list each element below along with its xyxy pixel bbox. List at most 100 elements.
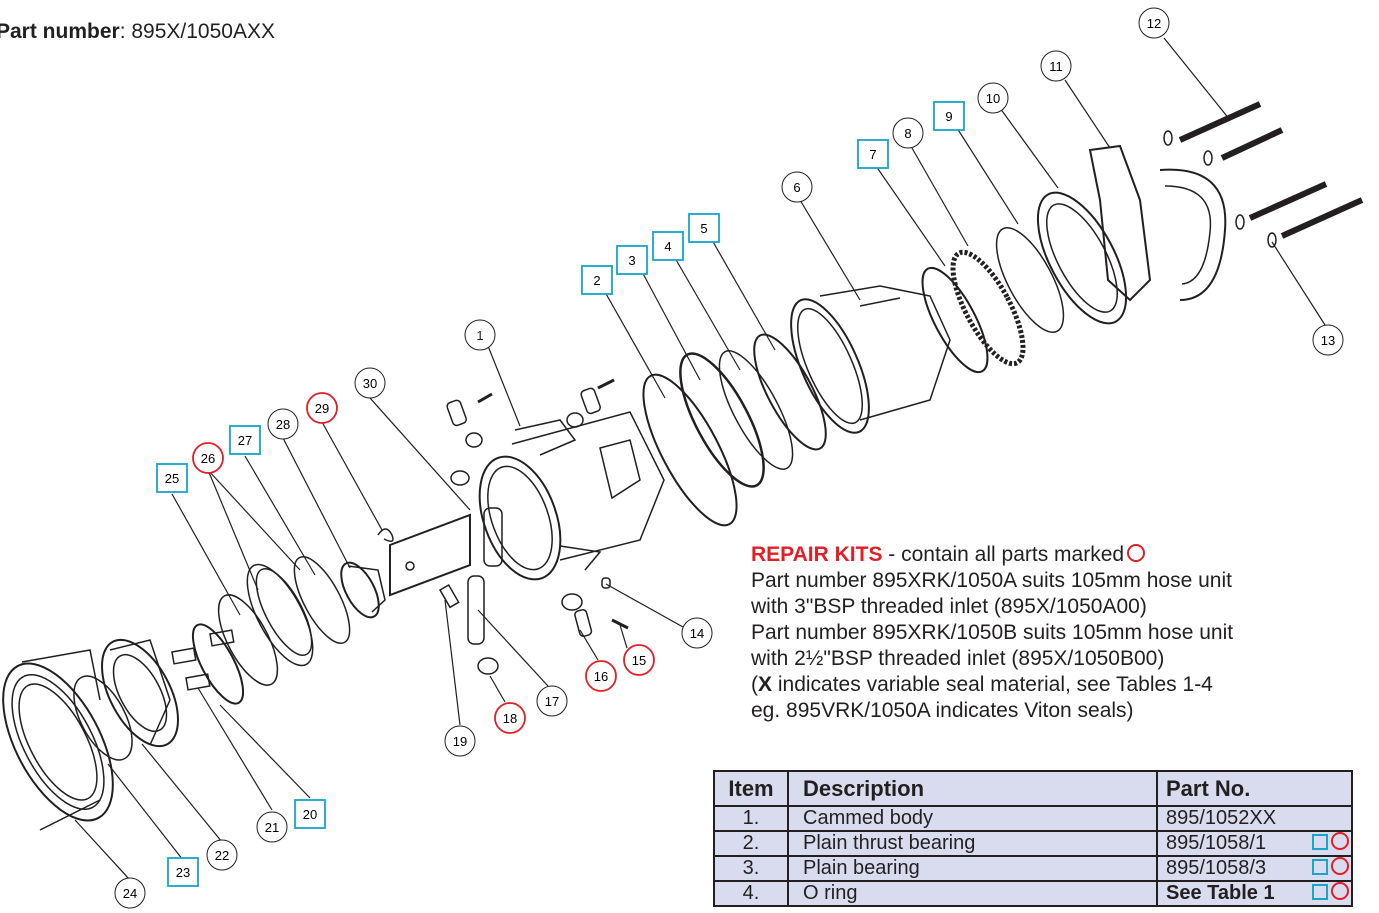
part-1-cammed-body (478, 411, 665, 581)
pin-top (446, 399, 467, 427)
svg-text:14: 14 (690, 626, 704, 641)
part-22-adapter (101, 638, 179, 748)
svg-text:2: 2 (593, 273, 600, 288)
part-number-header: Part number: 895X/1050AXX (0, 20, 275, 44)
callout-10: 10 (977, 82, 1009, 114)
callout-16: 16 (585, 660, 617, 692)
part-8-ball-ring (950, 249, 1026, 367)
pin-body-small (597, 378, 615, 390)
part-25-ring (217, 594, 279, 686)
callout-27: 27 (229, 425, 261, 455)
callout-25: 25 (156, 463, 188, 493)
part-19-pin (438, 583, 460, 609)
svg-text:7: 7 (869, 147, 876, 162)
part-4-o-ring (718, 350, 794, 470)
svg-text:28: 28 (276, 417, 290, 432)
svg-text:29: 29 (315, 401, 329, 416)
repair-kits-heading: REPAIR KITS - contain all parts marked (751, 542, 1233, 568)
callout-22: 22 (206, 839, 238, 871)
part-24-coupling-nut (2, 649, 114, 831)
svg-text:24: 24 (123, 886, 137, 901)
repair-kits-example: eg. 895VRK/1050A indicates Viton seals) (751, 699, 1134, 722)
callout-20: 20 (294, 799, 326, 829)
repair-kits-intro: - contain all parts marked (882, 543, 1125, 566)
part-15-pin (611, 618, 629, 630)
row-part: 895/1058/1 (1156, 830, 1353, 857)
row-marks (1312, 882, 1349, 905)
part-number-label: Part number (0, 20, 120, 43)
part-14-grub-screw (601, 577, 611, 589)
svg-text:18: 18 (503, 711, 517, 726)
svg-text:10: 10 (986, 91, 1000, 106)
svg-text:16: 16 (594, 669, 608, 684)
row-description: O ring (787, 880, 1158, 907)
svg-text:22: 22 (215, 848, 229, 863)
part-27-ring (293, 556, 351, 644)
repair-kits-line-2: with 3"BSP threaded inlet (895X/1050A00) (751, 595, 1147, 618)
svg-text:26: 26 (201, 451, 215, 466)
red-ring-icon (1331, 857, 1349, 875)
red-ring-icon (1331, 882, 1349, 900)
svg-text:20: 20 (303, 807, 317, 822)
part-11-yoke (1088, 144, 1227, 302)
callout-5: 5 (688, 213, 720, 243)
col-description-header: Description (787, 770, 1158, 807)
part-13-washers (1163, 130, 1277, 248)
callout-9: 9 (933, 101, 965, 131)
col-item-header: Item (713, 770, 789, 807)
callout-18: 18 (494, 702, 526, 734)
callout-14: 14 (681, 617, 713, 649)
svg-text:8: 8 (904, 126, 911, 141)
washer-top (465, 432, 483, 448)
svg-text:25: 25 (165, 471, 179, 486)
part-18-bush (477, 657, 499, 675)
part-7-seal (921, 266, 989, 374)
callout-8: 8 (892, 117, 924, 149)
variable-x: X (758, 673, 773, 696)
part-29-clip (377, 528, 394, 542)
blue-box-icon (1312, 834, 1328, 850)
svg-text:19: 19 (453, 734, 467, 749)
row-part: See Table 1 (1156, 880, 1353, 907)
callout-21: 21 (256, 811, 288, 843)
pin-body-top (580, 387, 601, 415)
part-6-tailpiece (790, 285, 951, 434)
part-16-pin (574, 609, 593, 637)
repair-kits-line-3: Part number 895XRK/1050B suits 105mm hos… (751, 621, 1234, 644)
callout-30: 30 (354, 367, 386, 399)
row-description: Plain bearing (787, 855, 1158, 882)
red-ring-icon (1331, 832, 1349, 850)
bush-top (450, 470, 470, 486)
col-part-header: Part No. (1156, 770, 1353, 807)
row-part-number: 895/1052XX (1166, 807, 1277, 829)
row-part-number: 895/1058/3 (1166, 857, 1267, 879)
part-26-seal-inner (255, 568, 313, 656)
washer-body-top (566, 412, 584, 428)
row-part-number: 895/1058/1 (1166, 832, 1267, 854)
callout-24: 24 (114, 877, 146, 909)
svg-text:30: 30 (363, 376, 377, 391)
row-marks (1312, 832, 1349, 855)
callout-badges: 1 2 3 4 5 6 7 8 9 10 11 12 13 14 15 16 1… (114, 7, 1344, 909)
table-row: 1. Cammed body 895/1052XX (713, 805, 1353, 832)
callout-4: 4 (652, 231, 684, 261)
row-item: 1. (713, 805, 789, 832)
leader-lines (74, 37, 1326, 881)
part-26-seal (246, 563, 314, 667)
part-20-washer (191, 623, 245, 705)
callout-2: 2 (581, 265, 613, 295)
callout-28: 28 (267, 408, 299, 440)
callout-17: 17 (536, 685, 568, 717)
row-description: Cammed body (787, 805, 1158, 832)
part-30-plate (389, 513, 471, 597)
svg-text:11: 11 (1049, 59, 1063, 74)
part-21-keys (171, 629, 235, 691)
part-23-o-ring (73, 675, 133, 761)
row-description: Plain thrust bearing (787, 830, 1158, 857)
svg-text:23: 23 (176, 865, 190, 880)
row-item: 4. (713, 880, 789, 907)
svg-text:5: 5 (700, 221, 707, 236)
row-item: 3. (713, 855, 789, 882)
part-17-hinge-pin (467, 507, 503, 645)
